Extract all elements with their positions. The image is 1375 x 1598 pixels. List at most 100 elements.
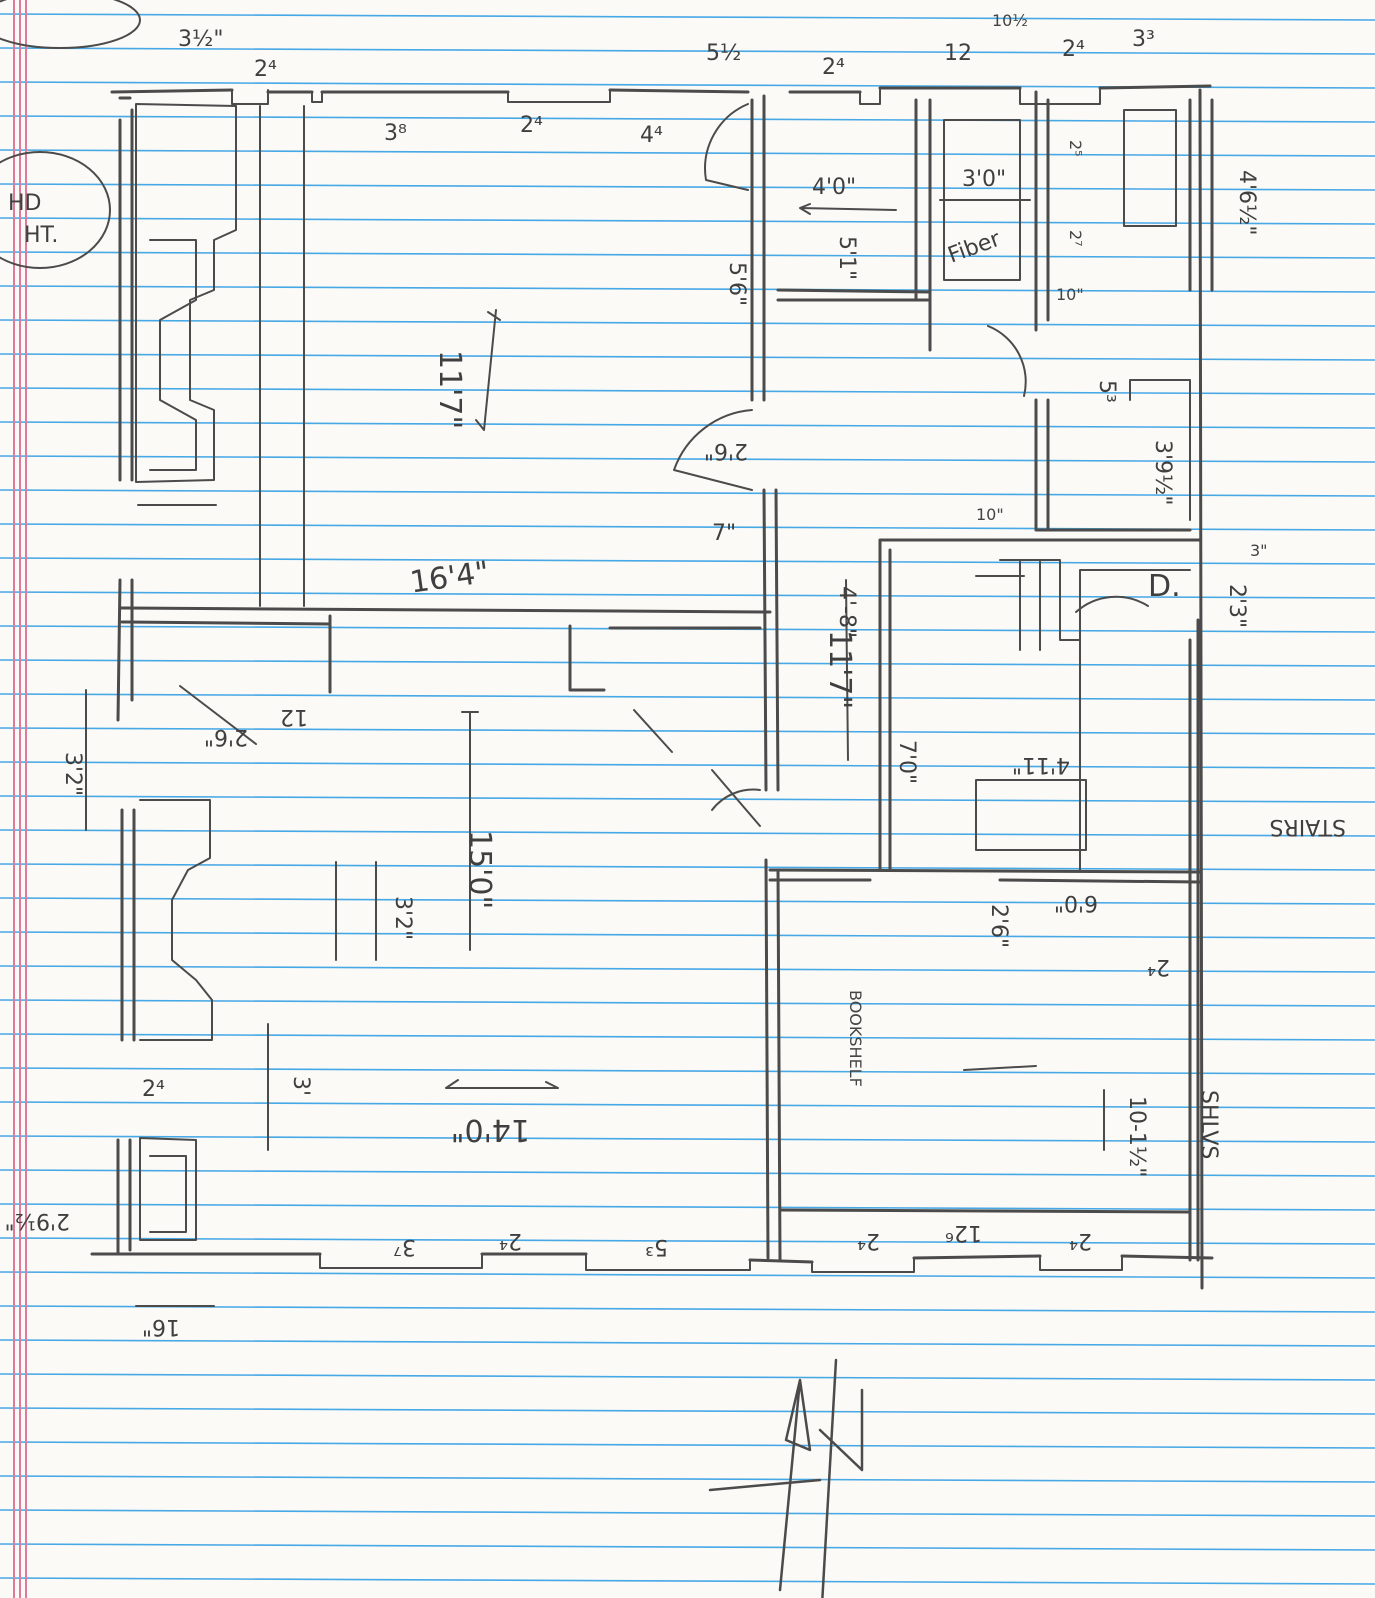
dim-label: 3" bbox=[1250, 541, 1268, 560]
exterior-walls bbox=[90, 84, 1214, 1290]
dim-label: 2'6" bbox=[704, 438, 748, 463]
hall-width-label: 4'-8" bbox=[834, 586, 859, 638]
dimension-notes: 3½" 2⁴ 3⁸ 2⁴ 4⁴ 5½ 2⁴ 12 10½ 2⁴ 3³ 4'6½"… bbox=[5, 11, 1268, 1339]
dining-depth-label: 15'0" bbox=[462, 830, 497, 909]
dim-label: 7" bbox=[712, 521, 736, 546]
ruled-line bbox=[0, 591, 1375, 599]
ruled-line bbox=[0, 387, 1375, 395]
ruled-line bbox=[0, 1577, 1375, 1585]
dim-label: 4⁴ bbox=[640, 123, 663, 148]
bookshelf-label: BOOKSHELF bbox=[846, 990, 865, 1087]
dim-label: 3⁷ bbox=[393, 1234, 416, 1259]
dim-label: 2'9½" bbox=[5, 1208, 70, 1233]
ruled-line bbox=[0, 1475, 1375, 1483]
dim-label: 3'2" bbox=[390, 896, 415, 940]
dim-label: 12 bbox=[944, 41, 972, 66]
dim-label: 10" bbox=[1056, 285, 1084, 304]
dim-label: 3⁸ bbox=[384, 121, 407, 146]
dim-label: 3³ bbox=[1132, 27, 1155, 52]
dim-label: 2⁴ bbox=[254, 57, 277, 82]
ruled-line bbox=[0, 1203, 1375, 1211]
ruled-line bbox=[0, 13, 1375, 21]
ruled-line bbox=[0, 829, 1375, 837]
kitchen-dim-1-label: 4'0" bbox=[812, 175, 856, 200]
ruled-line bbox=[0, 795, 1375, 803]
dining-width-label: 14'0" bbox=[451, 1112, 530, 1147]
shelves-label: SHLVS bbox=[1196, 1090, 1221, 1159]
dim-label: 2⁵ bbox=[1066, 140, 1085, 157]
ruled-line bbox=[0, 1237, 1375, 1245]
dimension-lines bbox=[85, 203, 1105, 1307]
dim-label: 3'9½" bbox=[1150, 440, 1175, 505]
ruled-line bbox=[0, 999, 1375, 1007]
ruled-line bbox=[0, 1509, 1375, 1517]
dim-label: 2⁴ bbox=[499, 1228, 522, 1253]
ruled-line bbox=[0, 455, 1375, 463]
dim-label: 2⁴ bbox=[1069, 1228, 1092, 1253]
ruled-line bbox=[0, 897, 1375, 905]
ruled-line bbox=[0, 931, 1375, 939]
dim-label: 3½" bbox=[178, 27, 223, 52]
stair-run-label: 7'0" bbox=[894, 740, 919, 784]
dim-label: 3'2" bbox=[60, 752, 85, 796]
door-swings bbox=[179, 103, 1149, 827]
fiber-label: Fiber bbox=[945, 226, 1005, 268]
ruled-line bbox=[0, 1067, 1375, 1075]
dim-label: 10½ bbox=[992, 11, 1028, 30]
dim-label: 2⁴ bbox=[822, 55, 845, 80]
dim-label: 2⁴ bbox=[520, 113, 543, 138]
built-ins bbox=[135, 103, 1191, 1241]
ruled-line bbox=[0, 1135, 1375, 1143]
ruled-line bbox=[0, 727, 1375, 735]
circle-note-text-1: HD bbox=[8, 191, 41, 216]
kitchen-dim-2-label: 5'1" bbox=[834, 236, 859, 280]
living-length-label: 11'7" bbox=[432, 350, 467, 429]
circle-note: HD HT. bbox=[0, 0, 141, 269]
room-labels: 11'7" 16'4" 15'0" 14'0" 11'7" 4'0" 5'1" … bbox=[408, 167, 1346, 1159]
ruled-line bbox=[0, 115, 1375, 123]
ruled-line bbox=[0, 47, 1375, 55]
north-arrow bbox=[708, 1358, 864, 1598]
dim-label: 16" bbox=[142, 1314, 180, 1339]
ruled-line bbox=[0, 183, 1375, 191]
hall-length-label: 11'7" bbox=[822, 630, 857, 709]
ruled-line bbox=[0, 761, 1375, 769]
ruled-line bbox=[0, 353, 1375, 361]
ruled-line bbox=[0, 1101, 1375, 1109]
dim-label: 2⁴ bbox=[1147, 954, 1170, 979]
ruled-line bbox=[0, 251, 1375, 259]
ruled-line bbox=[0, 1305, 1375, 1313]
dim-label: 2⁴ bbox=[142, 1077, 165, 1102]
ruled-line bbox=[0, 149, 1375, 157]
ruled-line bbox=[0, 557, 1375, 565]
ruled-line bbox=[0, 1543, 1375, 1551]
dim-label: 2⁴ bbox=[1062, 37, 1085, 62]
ruled-line bbox=[0, 1271, 1375, 1279]
ruled-line bbox=[0, 1407, 1375, 1415]
ruled-line bbox=[0, 285, 1375, 293]
dim-label: 10" bbox=[976, 505, 1004, 524]
dim-label: 4'6½" bbox=[1234, 170, 1259, 235]
dim-label: 2⁷ bbox=[1066, 230, 1085, 247]
dim-label: 5'6" bbox=[724, 262, 749, 306]
ruled-line bbox=[0, 1373, 1375, 1381]
dim-label: 12⁶ bbox=[945, 1220, 982, 1245]
bath-dim-label: 4'11" bbox=[1012, 752, 1070, 777]
ruled-line bbox=[0, 965, 1375, 973]
ruled-line bbox=[0, 217, 1375, 225]
dim-label: 5³ bbox=[645, 1234, 668, 1259]
ruled-line bbox=[0, 659, 1375, 667]
dim-label: 2'6" bbox=[204, 724, 248, 749]
dim-label: 5³ bbox=[1094, 380, 1119, 403]
ruled-line bbox=[0, 863, 1375, 871]
ruled-lines bbox=[0, 13, 1375, 1585]
dim-label: 2⁴ bbox=[857, 1228, 880, 1253]
dim-label: 2'6" bbox=[986, 904, 1011, 948]
dim-label: 12 bbox=[280, 704, 308, 729]
ruled-line bbox=[0, 421, 1375, 429]
stair-down-label: D. bbox=[1148, 569, 1181, 604]
circle-note-text-2: HT. bbox=[24, 223, 58, 248]
stair-note-label: STAIRS bbox=[1270, 814, 1346, 839]
dim-label: 2'3" bbox=[1224, 584, 1249, 628]
